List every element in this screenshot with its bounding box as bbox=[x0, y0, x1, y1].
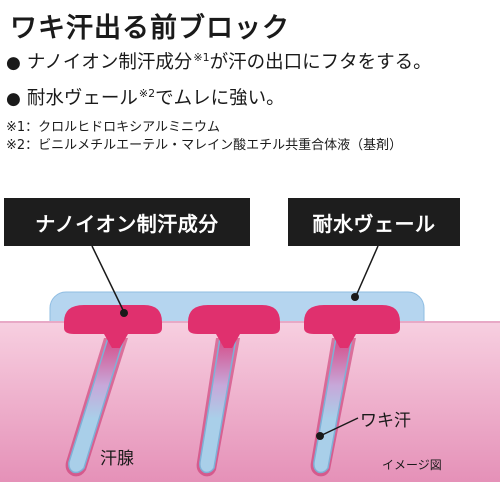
callout-dot-ingredient bbox=[120, 309, 128, 317]
callout-line-sweat bbox=[319, 417, 359, 437]
footnote-2: ※2：ビニルメチルエーテル・マレイン酸エチル共重合体液（基剤） bbox=[6, 138, 403, 153]
feature-bullet-ingredient: ●ナノイオン制汗成分※1が汗の出口にフタをする。 bbox=[6, 48, 432, 74]
feature-bullet-veil: ●耐水ヴェール※2でムレに強い。 bbox=[6, 84, 285, 110]
bullet-text: 耐水ヴェール bbox=[26, 88, 138, 109]
bullet-text-cont: が汗の出口にフタをする。 bbox=[209, 52, 432, 73]
sweat-duct-1 bbox=[65, 337, 128, 477]
bullet-dot: ● bbox=[6, 89, 21, 109]
footnote-ref: ※2 bbox=[138, 86, 156, 100]
bullet-text-cont: でムレに強い。 bbox=[155, 88, 285, 109]
antiperspirant-diagram bbox=[0, 245, 500, 482]
label-image-note: イメージ図 bbox=[382, 458, 442, 472]
pore-plug-3 bbox=[304, 305, 400, 348]
label-underarm-sweat: ワキ汗 bbox=[360, 411, 411, 431]
pore-plug-2 bbox=[188, 305, 280, 348]
callout-dot-veil bbox=[351, 293, 359, 301]
footnote-ref: ※1 bbox=[193, 50, 210, 64]
callout-line-veil bbox=[355, 245, 379, 297]
callout-dot-sweat bbox=[316, 432, 324, 440]
label-antiperspirant-ingredient: ナノイオン制汗成分 bbox=[4, 198, 250, 246]
footnote-1: ※1：クロルヒドロキシアルミニウム bbox=[6, 120, 221, 135]
callout-line-ingredient bbox=[91, 245, 125, 313]
bullet-text: ナノイオン制汗成分 bbox=[26, 52, 193, 73]
page-title: ワキ汗出る前ブロック bbox=[10, 13, 290, 44]
label-water-veil: 耐水ヴェール bbox=[288, 198, 460, 246]
sweat-duct-2 bbox=[196, 337, 240, 477]
pore-plug-1 bbox=[64, 305, 162, 348]
bullet-dot: ● bbox=[6, 53, 21, 73]
label-sweat-gland: 汗腺 bbox=[100, 449, 134, 469]
sweat-duct-3 bbox=[310, 337, 356, 477]
